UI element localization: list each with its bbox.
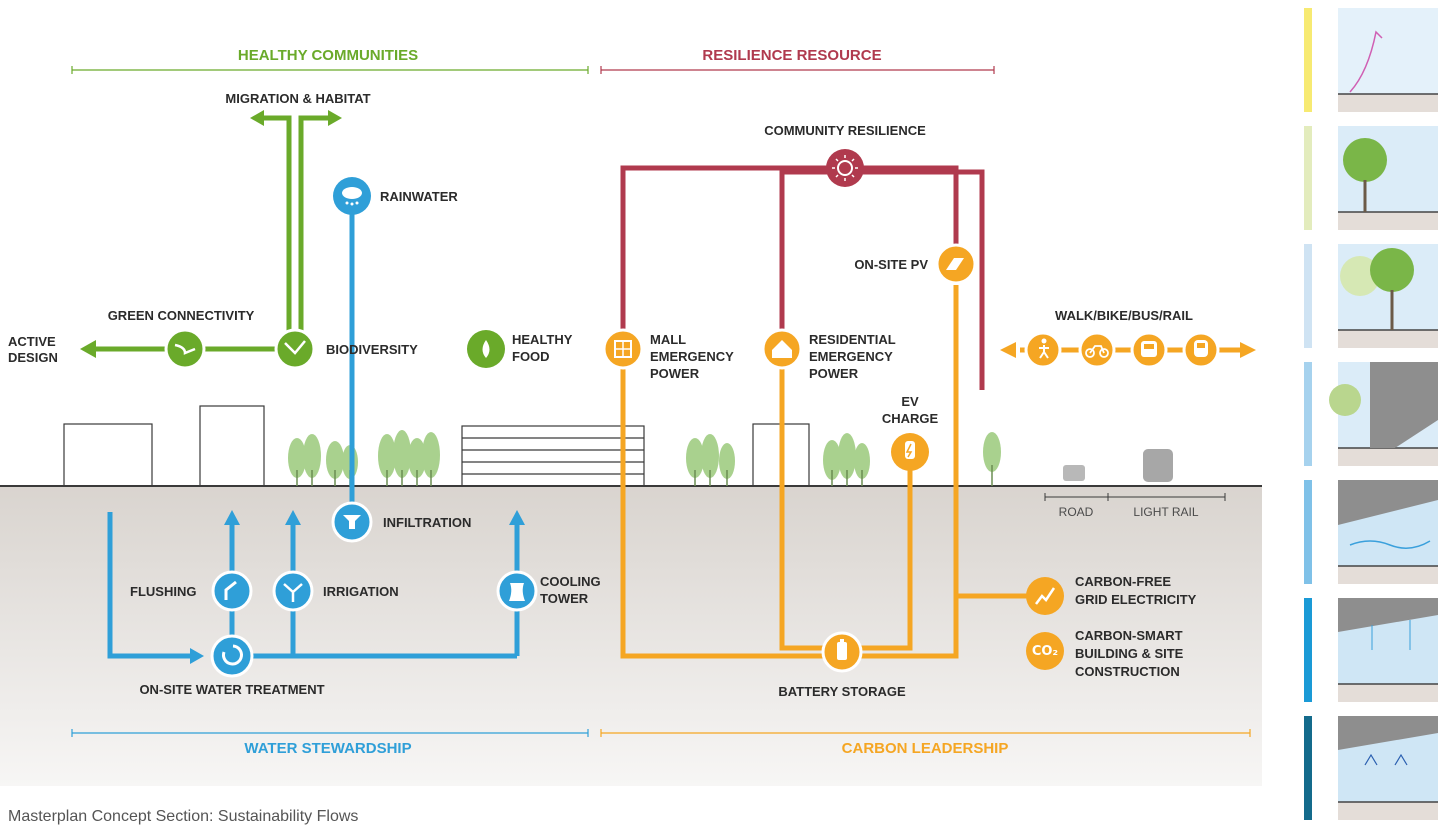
ground-section [0,486,1262,786]
label-walk-bike-bus-rail: WALK/BIKE/BUS/RAIL [1055,308,1193,323]
thumbnail-4 [1329,362,1438,466]
header-resilience-resource: RESILIENCE RESOURCE [702,47,881,64]
label-carbon-free-2: GRID ELECTRICITY [1075,592,1197,607]
healthy-food-icon [467,330,505,368]
label-residential-3: POWER [809,366,859,381]
header-scales [71,66,1251,737]
label-carbon-smart-1: CARBON-SMART [1075,628,1183,643]
label-onsite-pv: ON-SITE PV [854,257,928,272]
label-green-connectivity: GREEN CONNECTIVITY [108,308,255,323]
header-healthy-communities: HEALTHY COMMUNITIES [238,47,418,64]
residential-power-icon [761,328,803,370]
building-1 [63,423,153,487]
thumbnail-1 [1338,8,1438,112]
label-migration-habitat: MIGRATION & HABITAT [225,91,370,106]
label-residential-2: EMERGENCY [809,349,893,364]
strip-bar-6 [1304,598,1312,702]
flushing-icon [211,570,253,612]
figure-caption: Masterplan Concept Section: Sustainabili… [8,808,359,825]
label-infiltration: INFILTRATION [383,515,471,530]
road-scale [1044,493,1226,501]
onsite-pv-icon [935,243,977,285]
building-2 [199,405,265,487]
road-label: ROAD [1059,505,1094,519]
mall-power-icon [602,328,644,370]
label-battery-storage: BATTERY STORAGE [778,684,906,699]
label-mall-1: MALL [650,332,686,347]
thumbnail-3 [1338,244,1438,348]
label-mall-2: EMERGENCY [650,349,734,364]
label-healthy-food-2: FOOD [512,349,550,364]
battery-storage-icon [821,631,863,673]
irrigation-icon [272,570,314,612]
strip-bar-3 [1304,244,1312,348]
label-carbon-smart-2: BUILDING & SITE [1075,646,1184,661]
thumbnail-7 [1338,716,1438,820]
ev-charge-icon [891,433,929,471]
bus-icon [1130,331,1168,369]
green-connectivity-icon [164,328,206,370]
label-ev-1: EV [901,394,919,409]
strip-bar-4 [1304,362,1312,466]
label-carbon-smart-3: CONSTRUCTION [1075,664,1180,679]
label-cooling-tower-1: COOLING [540,574,601,589]
mall-building [461,425,645,487]
biodiversity-icon [274,328,316,370]
label-flushing: FLUSHING [130,584,196,599]
thumbnail-2 [1338,126,1438,230]
rainwater-icon [333,177,371,215]
header-carbon-leadership: CARBON LEADERSHIP [842,740,1009,757]
header-water-stewardship: WATER STEWARDSHIP [244,740,411,757]
label-ev-2: CHARGE [882,411,939,426]
red-flow-lines [620,165,985,390]
label-carbon-free-1: CARBON-FREE [1075,574,1171,589]
light-rail-label: LIGHT RAIL [1133,505,1198,519]
blue-arrowheads [190,510,525,664]
car-icon [1063,465,1085,481]
label-rainwater: RAINWATER [380,189,458,204]
strip-bar-7 [1304,716,1312,820]
water-treatment-icon [210,634,254,678]
thumbnail-5 [1338,480,1438,584]
label-biodiversity: BIODIVERSITY [326,342,418,357]
green-arrowheads [80,110,342,358]
co2-icon: CO₂ [1026,632,1064,670]
side-thumbnail-strip [1304,8,1438,820]
trees [288,430,1001,480]
label-community-resilience: COMMUNITY RESILIENCE [764,123,926,138]
label-active-design-2: DESIGN [8,350,58,365]
thumbnail-6 [1338,598,1438,702]
carbon-free-grid-icon [1026,577,1064,615]
bike-icon [1078,331,1116,369]
label-cooling-tower-2: TOWER [540,591,589,606]
label-mall-3: POWER [650,366,700,381]
strip-bar-2 [1304,126,1312,230]
tram-icon [1143,449,1173,482]
infiltration-icon [331,501,373,543]
label-healthy-food-1: HEALTHY [512,332,573,347]
co2-glyph: CO₂ [1032,644,1058,659]
walk-icon [1024,331,1062,369]
blue-flow-lines [107,200,520,659]
rail-icon [1182,331,1220,369]
label-water-treatment: ON-SITE WATER TREATMENT [139,682,324,697]
community-resilience-icon [826,149,864,187]
strip-bar-5 [1304,480,1312,584]
label-residential-1: RESIDENTIAL [809,332,896,347]
label-irrigation: IRRIGATION [323,584,399,599]
cooling-tower-icon [496,570,538,612]
orange-arrowheads [1000,342,1256,358]
strip-bar-1 [1304,8,1312,112]
label-active-design-1: ACTIVE [8,334,56,349]
